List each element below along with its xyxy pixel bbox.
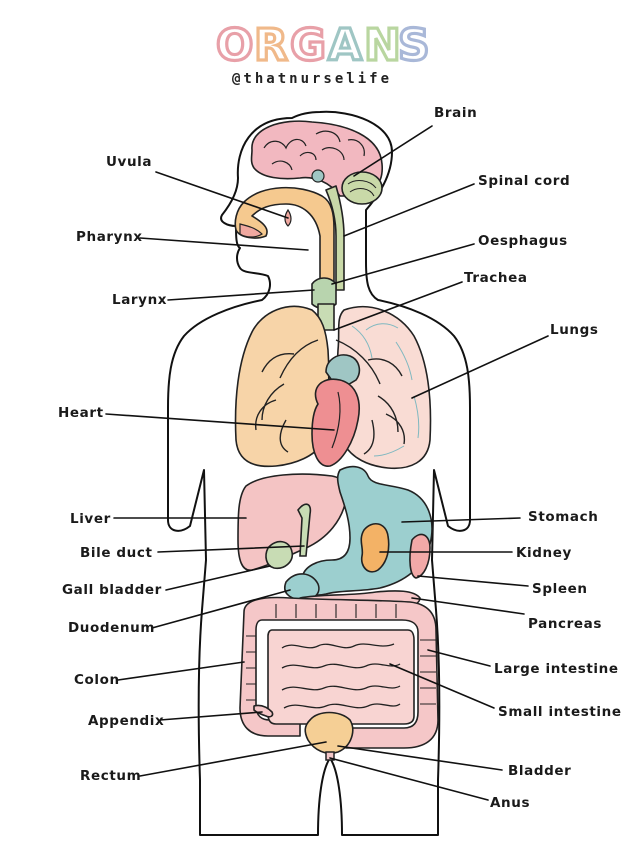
small-intestine: [267, 629, 415, 725]
cerebellum: [341, 171, 383, 205]
label-oesphagus: Oesphagus: [478, 233, 568, 249]
leader-duodenum: [151, 589, 291, 629]
leader-lungs: [411, 335, 549, 399]
title: O R G A N S: [214, 18, 432, 72]
cerebellum-folds: [347, 180, 377, 197]
body-outline: [167, 110, 471, 836]
label-anus: Anus: [490, 795, 530, 811]
label-trachea: Trachea: [464, 270, 528, 286]
label-bile-duct: Bile duct: [80, 545, 153, 561]
leader-spinal-cord: [343, 183, 475, 237]
label-liver: Liver: [70, 511, 111, 527]
small-intestine-loops: [281, 643, 401, 709]
label-appendix: Appendix: [88, 713, 164, 729]
gall-bladder-shape: [265, 540, 294, 570]
leader-heart: [105, 413, 335, 431]
label-stomach: Stomach: [528, 509, 598, 525]
label-uvula: Uvula: [106, 154, 152, 170]
colon-segments: [246, 604, 436, 705]
label-lungs: Lungs: [550, 322, 599, 338]
leader-bile-duct: [157, 545, 305, 553]
label-kidney: Kidney: [516, 545, 572, 561]
leader-pharynx: [139, 237, 309, 251]
title-letter-a: A: [328, 20, 364, 71]
bile-duct-shape: [297, 503, 312, 557]
leader-large-intestine: [427, 649, 491, 667]
bronchi-left: [255, 339, 319, 453]
leader-brain: [353, 125, 433, 177]
label-bladder: Bladder: [508, 763, 571, 779]
leader-gall-bladder: [165, 565, 271, 591]
leader-larynx: [167, 289, 315, 301]
leader-trachea: [333, 281, 463, 331]
label-rectum: Rectum: [80, 768, 141, 784]
heart-chamber-line: [331, 391, 341, 449]
label-spinal-cord: Spinal cord: [478, 173, 570, 189]
leader-uvula: [155, 171, 289, 219]
mouth-cavity: [239, 223, 263, 238]
heart-body: [311, 378, 360, 467]
label-duodenum: Duodenum: [68, 620, 155, 636]
lung-vessels: [351, 323, 420, 457]
spleen-shape: [409, 533, 431, 579]
leader-lines: [105, 125, 549, 801]
leader-small-intestine: [389, 663, 495, 709]
leader-pancreas: [411, 597, 525, 615]
label-brain: Brain: [434, 105, 477, 121]
leader-colon: [117, 661, 245, 681]
heart: [311, 354, 361, 467]
label-large-intestine: Large intestine: [494, 661, 619, 677]
larynx-shape: [311, 277, 337, 310]
label-heart: Heart: [58, 405, 104, 421]
label-larynx: Larynx: [112, 292, 167, 308]
bronchi-right: [335, 339, 406, 455]
label-small-intestine: Small intestine: [498, 704, 622, 720]
title-letter-s: S: [398, 20, 432, 71]
title-letter-g: G: [290, 20, 328, 71]
leader-spleen: [417, 575, 529, 587]
label-spleen: Spleen: [532, 581, 588, 597]
leader-bladder: [337, 745, 503, 771]
labels: Brain Uvula Spinal cord Pharynx Oesphagu…: [58, 105, 622, 811]
leader-stomach: [401, 517, 521, 523]
lung-right: [336, 305, 432, 470]
leader-rectum: [139, 741, 327, 777]
liver-shape: [237, 473, 348, 571]
brain: [250, 120, 383, 205]
label-colon: Colon: [74, 672, 120, 688]
leader-oesphagus: [331, 243, 475, 285]
heart-vessels: [325, 354, 361, 387]
title-letter-n: N: [364, 20, 403, 71]
label-pharynx: Pharynx: [76, 229, 143, 245]
large-intestine: [239, 596, 439, 749]
label-pancreas: Pancreas: [528, 616, 602, 632]
pituitary: [311, 169, 325, 183]
title-letter-o: O: [216, 20, 255, 71]
label-gall-bladder: Gall bladder: [62, 582, 162, 598]
brain-folds: [263, 130, 365, 171]
title-letter-r: R: [254, 20, 290, 71]
kidney-shape: [360, 523, 390, 573]
leader-appendix: [159, 711, 263, 721]
author-handle: @thatnurselife: [232, 71, 392, 87]
leader-anus: [329, 757, 489, 801]
